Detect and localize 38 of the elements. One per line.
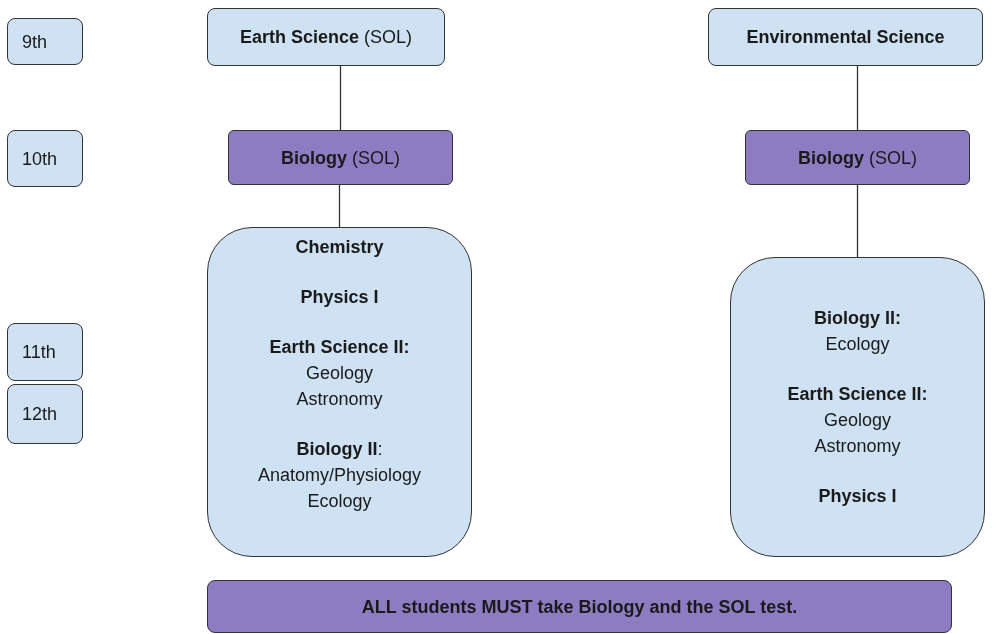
course-text: 11th — [22, 341, 56, 364]
connector-line — [856, 65, 859, 131]
course-box — [207, 8, 445, 66]
connector-line — [856, 184, 859, 258]
course-text: Physics I — [300, 286, 379, 309]
course-text: Biology II: — [814, 307, 901, 330]
course-text: 9th — [22, 30, 48, 54]
course-text: Environmental Science — [746, 26, 945, 49]
course-box — [708, 8, 983, 66]
course-text: Biology (SOL) — [798, 146, 917, 170]
course-text: Biology II: — [296, 438, 383, 461]
course-text: Earth Science (SOL) — [239, 26, 413, 49]
connector-line — [339, 65, 342, 131]
course-text: ALL students MUST take Biology and the SOL test. — [361, 595, 798, 619]
course-text: 12th — [22, 403, 58, 426]
course-text: Earth Science II: — [787, 383, 928, 406]
course-text: Ecology — [307, 490, 372, 513]
grade-box — [7, 323, 83, 381]
course-text: Geology — [823, 409, 891, 432]
course-text: Geology — [305, 362, 373, 385]
course-text: Ecology — [825, 333, 890, 356]
course-options-box — [207, 227, 472, 557]
grade-box — [7, 384, 83, 444]
course-box — [745, 130, 970, 185]
course-text: Anatomy/Physiology — [257, 464, 422, 487]
requirement-banner — [207, 580, 952, 633]
course-box — [228, 130, 453, 185]
course-text: 10th — [22, 147, 58, 171]
course-text: Earth Science II: — [269, 336, 410, 359]
course-text: Astronomy — [814, 435, 901, 458]
course-options-box — [730, 257, 985, 557]
course-text: Biology (SOL) — [281, 146, 400, 170]
connector-line — [338, 184, 341, 228]
grade-box — [7, 130, 83, 187]
course-text: Chemistry — [295, 236, 384, 259]
course-text: Astronomy — [296, 388, 383, 411]
course-text: Physics I — [818, 485, 897, 508]
grade-box — [7, 18, 83, 65]
